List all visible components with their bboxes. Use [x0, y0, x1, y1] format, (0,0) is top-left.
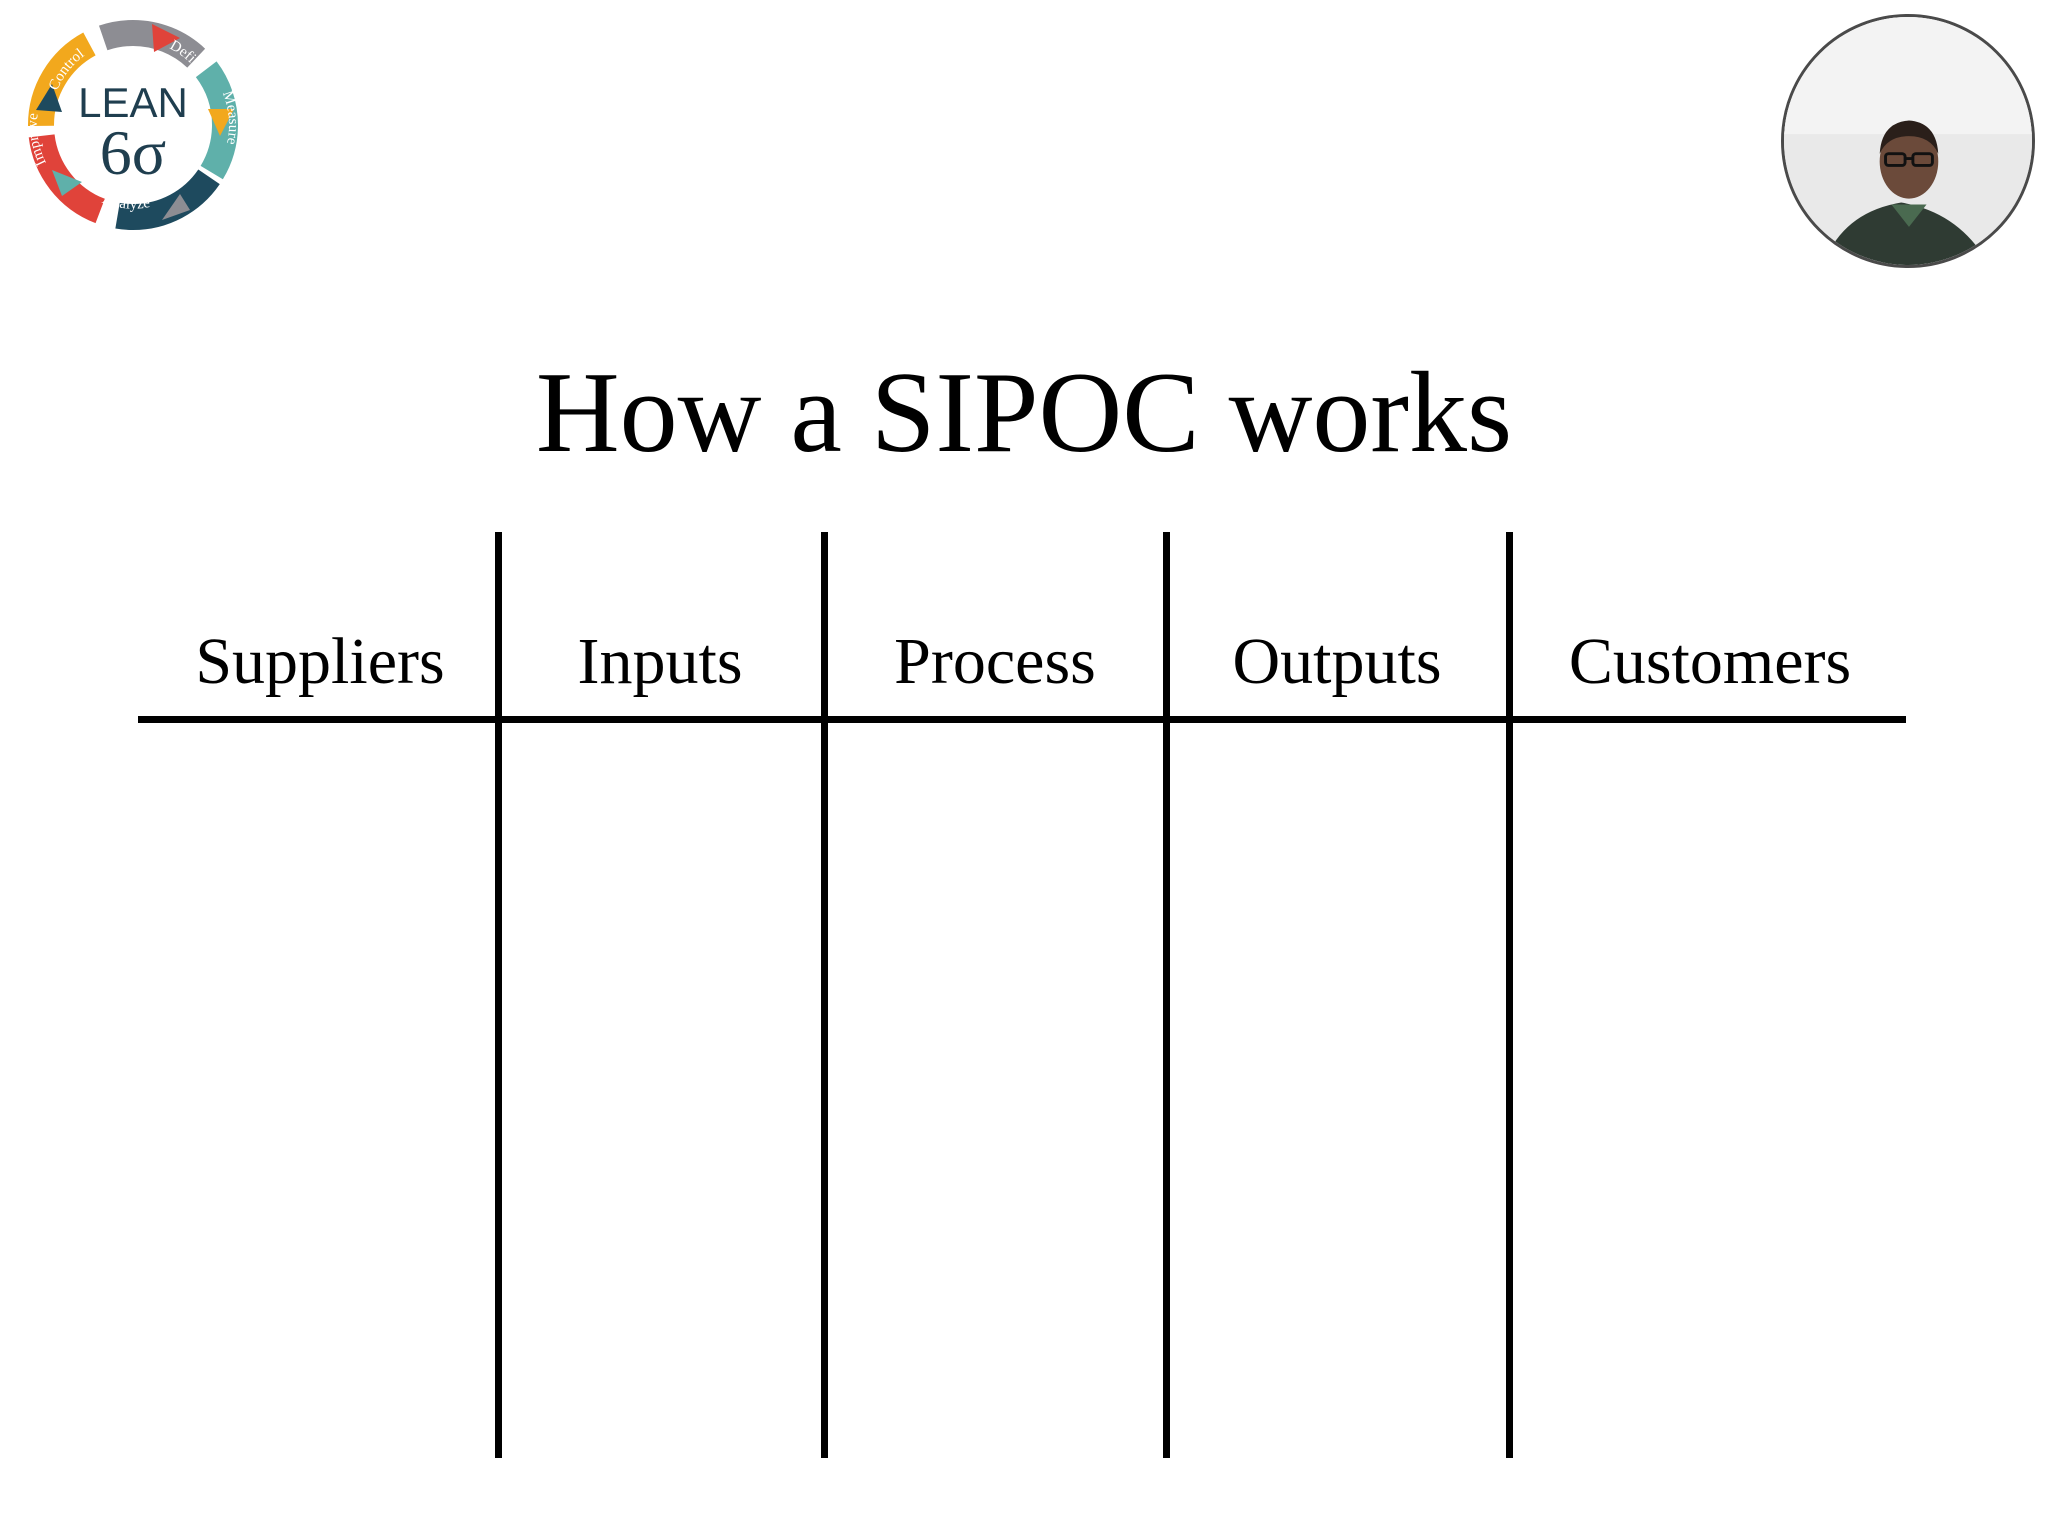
column-divider	[1163, 532, 1170, 1458]
measure-segment	[28, 20, 238, 230]
arrow-icon	[52, 170, 82, 196]
slide-title: How a SIPOC works	[535, 349, 1513, 477]
svg-text:Analyze: Analyze	[100, 191, 151, 213]
column-divider	[1506, 532, 1513, 1458]
column-divider	[821, 532, 828, 1458]
column-header-suppliers: Suppliers	[195, 625, 445, 698]
column-header-process: Process	[894, 625, 1096, 698]
presenter-video-icon	[1784, 17, 2032, 265]
column-header-inputs: Inputs	[577, 625, 743, 698]
column-header-customers: Customers	[1568, 625, 1852, 698]
phase-label-analyze: Analyze	[100, 191, 151, 213]
header-divider	[138, 716, 1906, 723]
define-segment	[28, 20, 238, 230]
column-divider	[495, 532, 502, 1458]
arrow-icon	[36, 84, 62, 112]
column-header-outputs: Outputs	[1232, 625, 1442, 698]
presenter-webcam-bubble[interactable]	[1781, 14, 2035, 268]
arrow-icon	[208, 109, 234, 136]
improve-segment	[28, 20, 238, 230]
logo-brand-text: LEAN	[78, 79, 188, 126]
arrow-icon	[152, 24, 180, 52]
arrow-icon	[162, 194, 190, 220]
lean-six-sigma-logo: Control Define Measure Analyze Improve L…	[22, 14, 244, 236]
logo-symbol-text: 6σ	[100, 117, 167, 188]
lean-six-sigma-logo-icon: Control Define Measure Analyze Improve L…	[25, 20, 241, 230]
